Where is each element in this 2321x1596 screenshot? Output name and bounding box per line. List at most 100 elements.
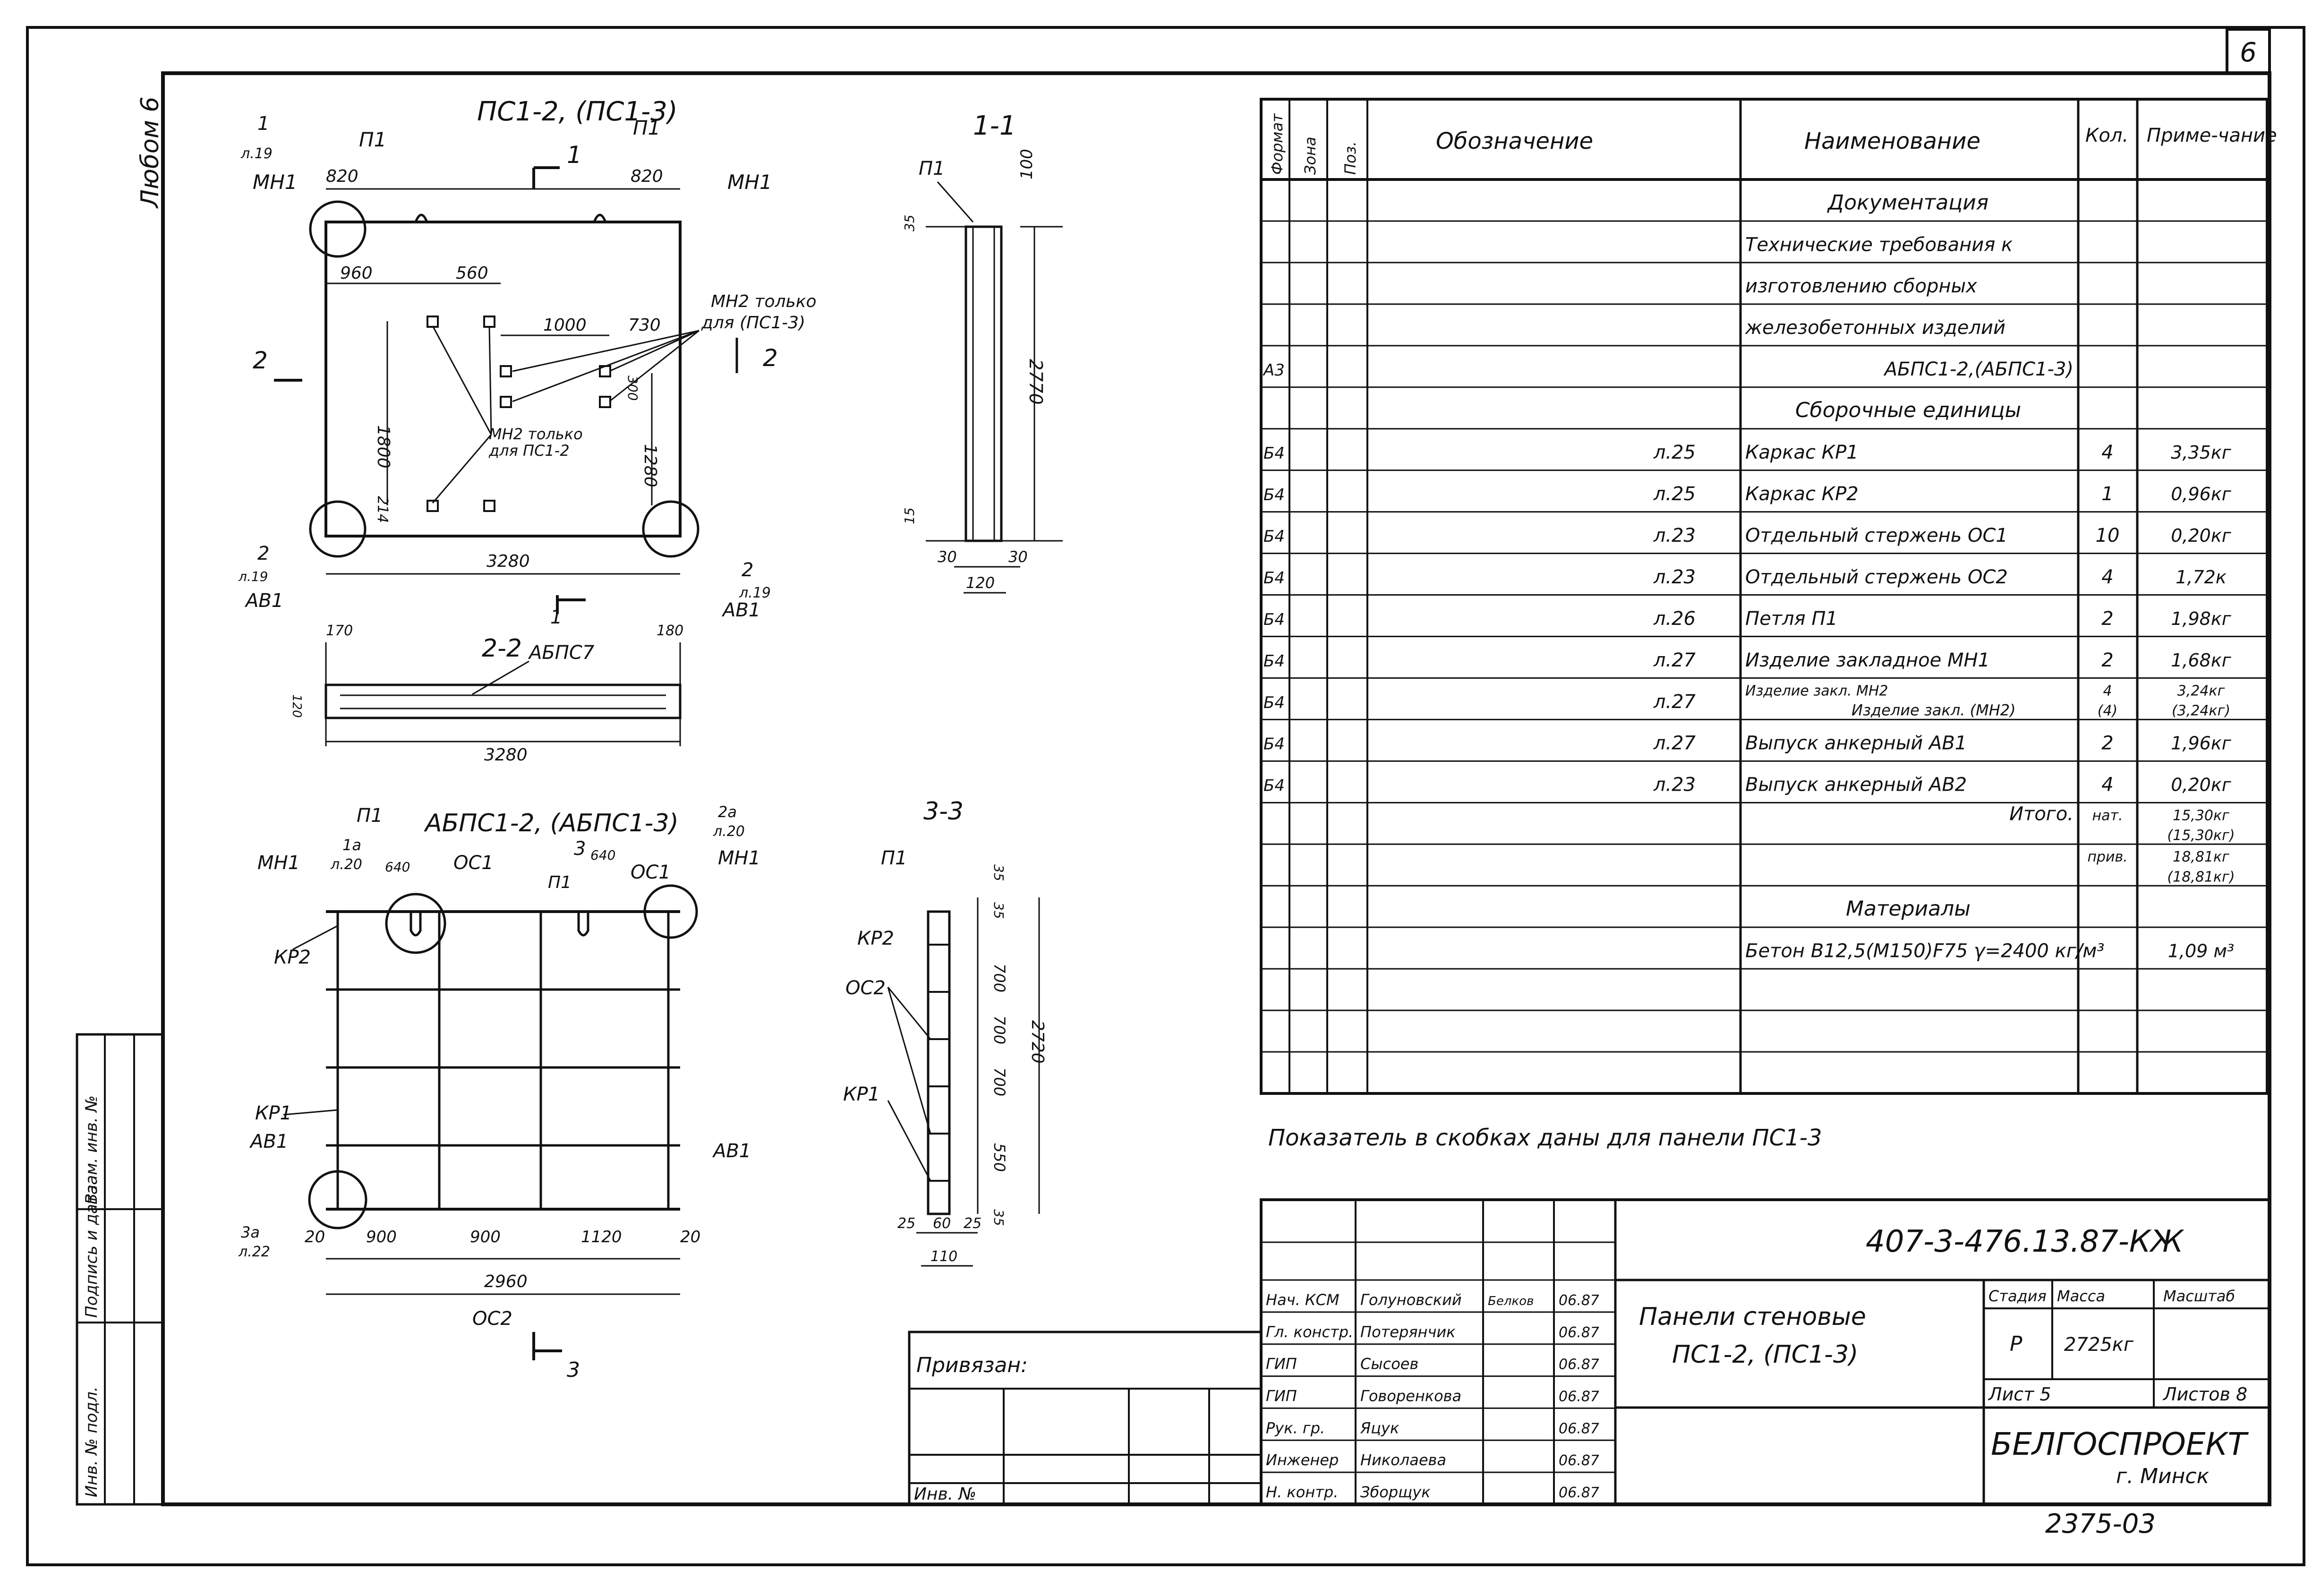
panel-ab1-left: АВ1	[244, 590, 283, 612]
row-qty: 10	[2096, 525, 2120, 546]
row-name-alt: Изделие закл. (МН2)	[1852, 701, 2016, 719]
frame-oc1-left: ОС1	[453, 852, 494, 874]
row-heading: Сборочные единицы	[1795, 398, 2021, 422]
row-designation: л.27	[1653, 691, 1696, 713]
sig-role: Нач. КСМ	[1266, 1291, 1340, 1309]
frame-oc2: ОС2	[472, 1308, 512, 1330]
org-line1: БЕЛГОСПРОЕКТ	[1991, 1426, 2249, 1462]
row-format: Б4	[1263, 527, 1285, 546]
callout-2r-sheet: л.19	[739, 585, 771, 601]
footnote: Показатель в скобках даны для панели ПС1…	[1268, 1125, 1822, 1151]
frame-dim: 20	[680, 1228, 700, 1246]
row-qty: 4	[2103, 683, 2112, 699]
frame-mh1-right: МН1	[718, 847, 760, 869]
row-name: железобетонных изделий	[1745, 317, 2005, 339]
row-note: 18,81кг	[2173, 849, 2229, 865]
panel-dim: 1280	[640, 444, 660, 487]
th-zone: Зона	[1301, 137, 1319, 175]
panel-ab1-right: АВ1	[721, 599, 760, 621]
row-qty: 4	[2101, 442, 2113, 463]
row-qty: прив.	[2087, 849, 2127, 865]
row-qty: 4	[2101, 774, 2113, 796]
outer-frame	[26, 26, 2305, 1566]
frame-kp1: КР1	[255, 1102, 292, 1124]
callout-1-num: 1	[257, 113, 269, 135]
stage-value: Р	[2010, 1332, 2022, 1356]
sec11-dim: 30	[938, 548, 957, 566]
stamp-replace-label: Взам. инв. №	[82, 1095, 101, 1204]
sec33-dim: 25	[964, 1215, 981, 1232]
sig-role: ГИП	[1266, 1387, 1297, 1405]
frame-dim: 2960	[484, 1272, 528, 1291]
spec-row: изготовлению сборных	[1261, 275, 2267, 305]
row-note-alt: (3,24кг)	[2172, 703, 2230, 719]
sig-name: Сысоев	[1360, 1355, 1418, 1373]
spec-row: прив.18,81кг(18,81кг)	[1261, 849, 2267, 887]
frame-p1-left: П1	[357, 805, 383, 827]
callout-3a-sheet: л.22	[238, 1244, 270, 1260]
th-qty: Кол.	[2085, 125, 2128, 146]
row-qty: 2	[2101, 733, 2113, 754]
sig-name: Голуновский	[1360, 1291, 1462, 1309]
sec33-dim: 2720	[1028, 1020, 1047, 1064]
row-designation: л.23	[1653, 566, 1696, 588]
sig-role: Гл. констр.	[1266, 1323, 1353, 1341]
frame-kp2: КР2	[274, 947, 311, 968]
callout-1a-sheet: л.20	[330, 856, 362, 873]
sec33-kp2: КР2	[857, 928, 894, 949]
row-designation: л.25	[1653, 442, 1696, 463]
row-qty-alt: (4)	[2098, 703, 2118, 719]
sec11-dim: 15	[902, 507, 917, 524]
row-format: Б4	[1263, 444, 1285, 463]
row-note: 3,35кг	[2171, 442, 2232, 463]
row-name: Отдельный стержень ОС1	[1745, 525, 2008, 546]
sec33-dim: 60	[933, 1215, 951, 1232]
panel-outline	[324, 221, 682, 538]
row-format: Б4	[1263, 652, 1285, 671]
row-name: АБПС1-2,(АБПС1-3)	[1883, 358, 2074, 380]
row-note: 15,30кг	[2173, 807, 2229, 824]
row-designation: л.26	[1653, 608, 1696, 630]
frame-ab1-left: АВ1	[249, 1131, 288, 1152]
sig-name: Потерянчик	[1360, 1323, 1456, 1341]
org-line2: г. Минск	[2116, 1464, 2210, 1488]
row-designation: л.27	[1653, 733, 1696, 754]
sec33-dim: 25	[897, 1215, 915, 1232]
row-format: Б4	[1263, 486, 1285, 504]
frame-dim: 20	[305, 1228, 325, 1246]
sec33-dim: 550	[990, 1143, 1008, 1172]
mh2-note-13-line2: для (ПС1-3)	[701, 313, 805, 333]
spec-row: Сборочные единицы	[1261, 398, 2267, 430]
sheet-label: Лист 5	[1988, 1384, 2051, 1405]
section-2-2-label: АБПС7	[528, 642, 595, 664]
panel-dim: 1000	[543, 316, 587, 335]
inv-label: Инв. №	[914, 1485, 976, 1504]
row-note: 3,24кг	[2177, 683, 2225, 699]
panel-dim: 960	[340, 264, 373, 283]
row-note: 0,20кг	[2171, 525, 2232, 546]
mh2-note-13-line1: МН2 только	[711, 292, 816, 311]
callout-2a-sheet: л.20	[713, 823, 745, 840]
frame-dim: 900	[366, 1228, 397, 1246]
sec11-dim: 2770	[1025, 359, 1046, 405]
mass-header: Масса	[2057, 1287, 2105, 1305]
row-name: Бетон В12,5(М150)F75 γ=2400 кг/м³	[1745, 940, 2104, 962]
row-note: 1,98кг	[2171, 608, 2232, 629]
archive-number: 2375-03	[2045, 1509, 2156, 1539]
sec11-dim: 100	[1017, 149, 1036, 179]
callout-2l-num: 2	[257, 543, 269, 564]
spec-row: Технические требования к	[1261, 234, 2267, 264]
panel-title: ПС1-2, (ПС1-3)	[477, 96, 678, 127]
sec33-dim: 35	[991, 1209, 1007, 1226]
frame-dim: 1120	[581, 1228, 622, 1246]
callout-2r-num: 2	[742, 559, 753, 581]
frame-mh1-left: МН1	[257, 852, 300, 874]
